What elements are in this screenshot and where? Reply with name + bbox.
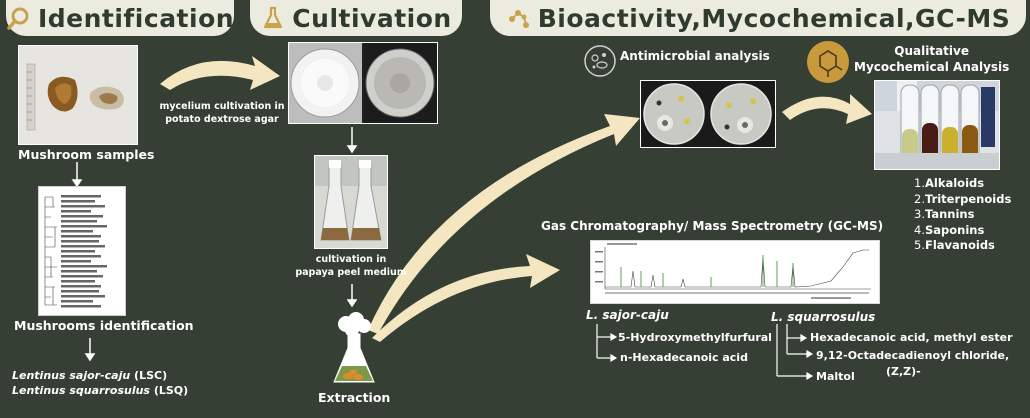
banner-identification-text: Identification xyxy=(37,3,235,33)
banner-cultivation: Cultivation xyxy=(250,0,462,36)
banner-bioactivity: Bioactivity,Mycochemical,GC-MS xyxy=(490,0,1026,36)
lsc-name: L. sajor-caju xyxy=(586,308,669,322)
pda-caption-line-2: potato dextrose agar xyxy=(165,114,279,125)
test-name: Saponins xyxy=(924,222,985,237)
papaya-flasks-photo xyxy=(314,155,388,249)
molecule-icon xyxy=(506,5,532,31)
mushroom-samples-photo xyxy=(18,45,138,145)
lsq-name: L. squarrosulus xyxy=(771,310,876,324)
test-number: 4. xyxy=(914,222,925,237)
antimicrobial-label: Antimicrobial analysis xyxy=(620,49,770,63)
papaya-caption: cultivation in papaya peel medium xyxy=(290,253,412,279)
papaya-caption-line-2: papaya peel medium xyxy=(295,267,407,278)
species-lsq: Lentinus squarrosulus (LSQ) xyxy=(12,383,188,398)
qualitative-label-line-2: Mycochemical Analysis xyxy=(854,60,1010,74)
extraction-flask-icon xyxy=(326,312,382,388)
lsq-compound-3: Maltol xyxy=(816,370,855,383)
banner-identification: Identification xyxy=(6,0,234,36)
species-list: Lentinus sajor-caju (LSC) Lentinus squar… xyxy=(12,368,188,398)
test-name: Tannins xyxy=(924,207,975,221)
test-tubes-photo xyxy=(874,80,1000,170)
microbe-icon xyxy=(583,44,617,78)
qualitative-label-line-1: Qualitative xyxy=(894,44,969,58)
chromatogram-image xyxy=(590,240,880,304)
lsc-compound-2: n-Hexadecanoic acid xyxy=(620,351,748,364)
test-item: 4.Saponins xyxy=(914,223,1011,239)
test-number: 5. xyxy=(914,238,925,252)
test-number: 2. xyxy=(914,191,925,206)
test-number: 1. xyxy=(914,176,925,190)
pda-caption: mycelium cultivation in potato dextrose … xyxy=(152,100,292,126)
test-name: Alkaloids xyxy=(924,176,985,190)
species-lsc-name: Lentinus sajor-caju xyxy=(12,369,131,382)
phylogenetic-tree-image xyxy=(38,186,126,316)
species-lsq-name: Lentinus squarrosulus xyxy=(12,384,150,397)
banner-cultivation-text: Cultivation xyxy=(292,3,452,33)
magnifier-icon xyxy=(6,5,32,31)
test-number: 3. xyxy=(914,207,925,221)
test-item: 1.Alkaloids xyxy=(914,176,1011,192)
test-item: 5.Flavanoids xyxy=(914,238,1011,254)
species-lsq-code: (LSQ) xyxy=(153,384,189,397)
extraction-label: Extraction xyxy=(318,390,391,405)
gcms-label: Gas Chromatography/ Mass Spectrometry (G… xyxy=(541,219,884,233)
pda-caption-line-1: mycelium cultivation in xyxy=(159,101,285,112)
mushroom-samples-label: Mushroom samples xyxy=(18,147,155,162)
chemistry-icon xyxy=(806,40,850,84)
swoosh-arrow-cultivation xyxy=(160,56,280,90)
papaya-caption-line-1: cultivation in xyxy=(315,254,387,265)
lsc-compound-1: 5-Hydroxymethylfurfural xyxy=(618,331,772,344)
test-name: Triterpenoids xyxy=(924,191,1012,206)
lsq-compound-2: 9,12-Octadecadienoyl chloride, xyxy=(816,349,1010,362)
antimicrobial-plates-photo xyxy=(640,80,776,148)
species-lsc: Lentinus sajor-caju (LSC) xyxy=(12,368,188,383)
species-lsc-code: (LSC) xyxy=(134,369,168,382)
banner-bioactivity-text: Bioactivity,Mycochemical,GC-MS xyxy=(537,3,1011,33)
mushrooms-identification-label: Mushrooms identification xyxy=(14,318,194,333)
qualitative-label: Qualitative Mycochemical Analysis xyxy=(854,43,1009,75)
test-item: 3.Tannins xyxy=(914,207,1011,223)
mycochemical-test-list: 1.Alkaloids 2.Triterpenoids 3.Tannins 4.… xyxy=(914,176,1011,254)
pda-plates-photo xyxy=(288,42,438,124)
flask-icon xyxy=(260,5,286,31)
swoosh-arrow-qualitative xyxy=(782,94,872,124)
lsq-compound-1: Hexadecanoic acid, methyl ester xyxy=(810,331,1013,344)
test-item: 2.Triterpenoids xyxy=(914,192,1011,208)
swoosh-arrow-gcms xyxy=(372,254,560,342)
test-name: Flavanoids xyxy=(924,238,995,252)
lsq-compound-2-cont: (Z,Z)- xyxy=(886,365,921,378)
